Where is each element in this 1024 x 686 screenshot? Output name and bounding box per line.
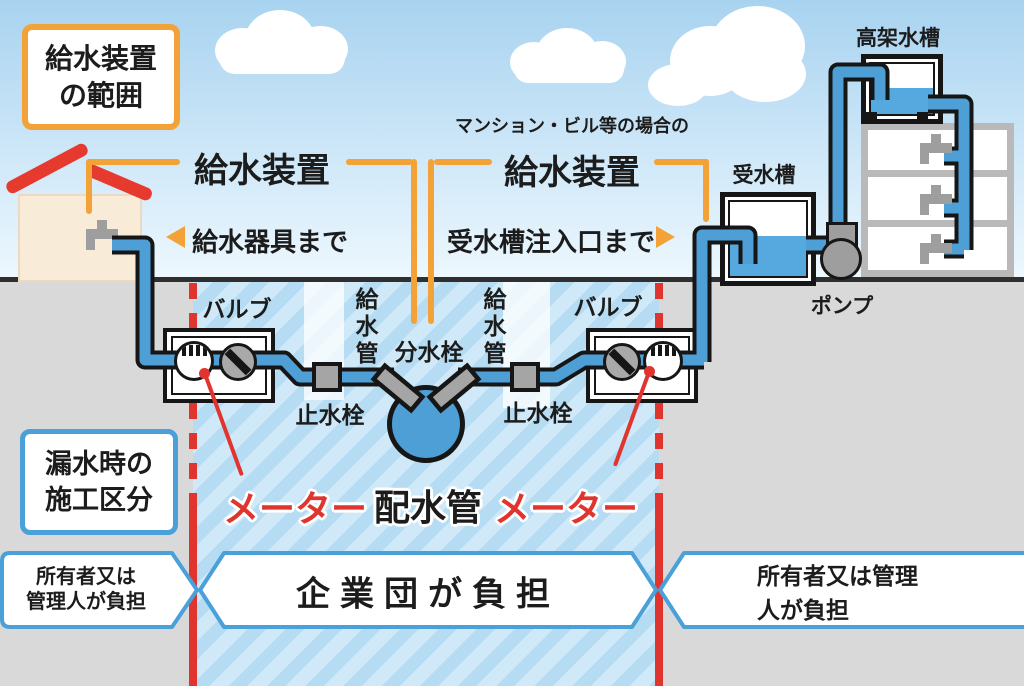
meter-label-right: メーター — [493, 488, 639, 529]
ground-surface-line — [0, 277, 1024, 282]
tapping-fittings — [370, 362, 482, 414]
banner-utility-center-text: 企業団が負担 — [296, 575, 560, 614]
to-tank-inlet-label: 受水槽注入口まで — [446, 227, 656, 257]
stop-valve-label-right: 止水栓 — [503, 400, 573, 426]
bracket-line — [411, 159, 417, 324]
leak-line1: 漏水時の — [45, 449, 153, 479]
pump-icon — [820, 238, 862, 280]
banner-owner-left — [0, 551, 199, 629]
mansion-case-note: マンション・ビル等の場合の — [455, 116, 689, 136]
stop-valve-fittings — [312, 362, 540, 392]
tank-leg — [917, 112, 928, 123]
arrow-right-icon — [656, 226, 675, 248]
house-system-label: 給水装置 — [194, 152, 330, 190]
banner-utility-center — [198, 551, 658, 629]
banner-left-line2: 管理人が負担 — [26, 591, 146, 613]
cloud-icon — [215, 10, 350, 78]
tapping-valve-label: 分水栓 — [394, 339, 464, 365]
meter-label-left: メーター — [222, 488, 368, 529]
receiving-tank-label: 受水槽 — [732, 164, 796, 187]
boundary-line-right-solid — [655, 500, 663, 686]
arrow-left-icon — [166, 226, 185, 248]
bracket-line — [703, 159, 709, 222]
building-floor-line — [861, 220, 1014, 227]
banner-owner-left-text: 所有者又は 管理人が負担 — [26, 565, 146, 615]
building-floor-line — [861, 170, 1014, 177]
bracket-line — [654, 159, 709, 165]
bracket-line — [88, 159, 180, 165]
bracket-line — [86, 159, 92, 214]
pump-label: ポンプ — [810, 295, 874, 318]
stop-valve-label-left: 止水栓 — [295, 402, 365, 428]
mansion-system-label: 給水装置 — [504, 154, 640, 192]
valve-label-left: バルブ — [202, 296, 272, 322]
tank-leg — [866, 112, 877, 123]
bracket-line — [428, 159, 434, 324]
legend-box-supply-range: 給水装置 の範囲 — [22, 24, 180, 130]
cloud-icon — [510, 28, 628, 86]
building-faucet-icon — [918, 234, 954, 266]
bracket-line — [346, 159, 413, 165]
bracket-line — [434, 159, 492, 165]
receiving-tank — [720, 192, 816, 286]
cloud-icon — [648, 6, 808, 106]
distribution-main-label: 配水管 — [373, 487, 483, 528]
valve-icon — [219, 343, 257, 381]
house-faucet-icon — [84, 220, 120, 252]
legend-box-leak-repair: 漏水時の 施工区分 — [20, 429, 178, 535]
legend-line1: 給水装置 — [44, 43, 157, 74]
valve-label-right: バルブ — [573, 294, 643, 320]
banner-left-line1: 所有者又は — [36, 566, 136, 588]
building-faucet-icon — [918, 185, 954, 217]
legend-line2: の範囲 — [58, 80, 143, 111]
valve-icon — [603, 343, 641, 381]
building-faucet-icon — [918, 134, 954, 166]
banner-owner-right-text: 所有者又は管理人が負担 — [757, 563, 918, 623]
supply-pipe-label-left: 給水管 — [352, 287, 378, 368]
banner-owner-right — [658, 551, 1024, 629]
elevated-tank-label: 高架水槽 — [856, 27, 940, 50]
leak-line2: 施工区分 — [45, 485, 153, 515]
supply-pipe-label-right: 給水管 — [480, 287, 506, 368]
to-fixture-label: 給水器具まで — [192, 227, 349, 257]
